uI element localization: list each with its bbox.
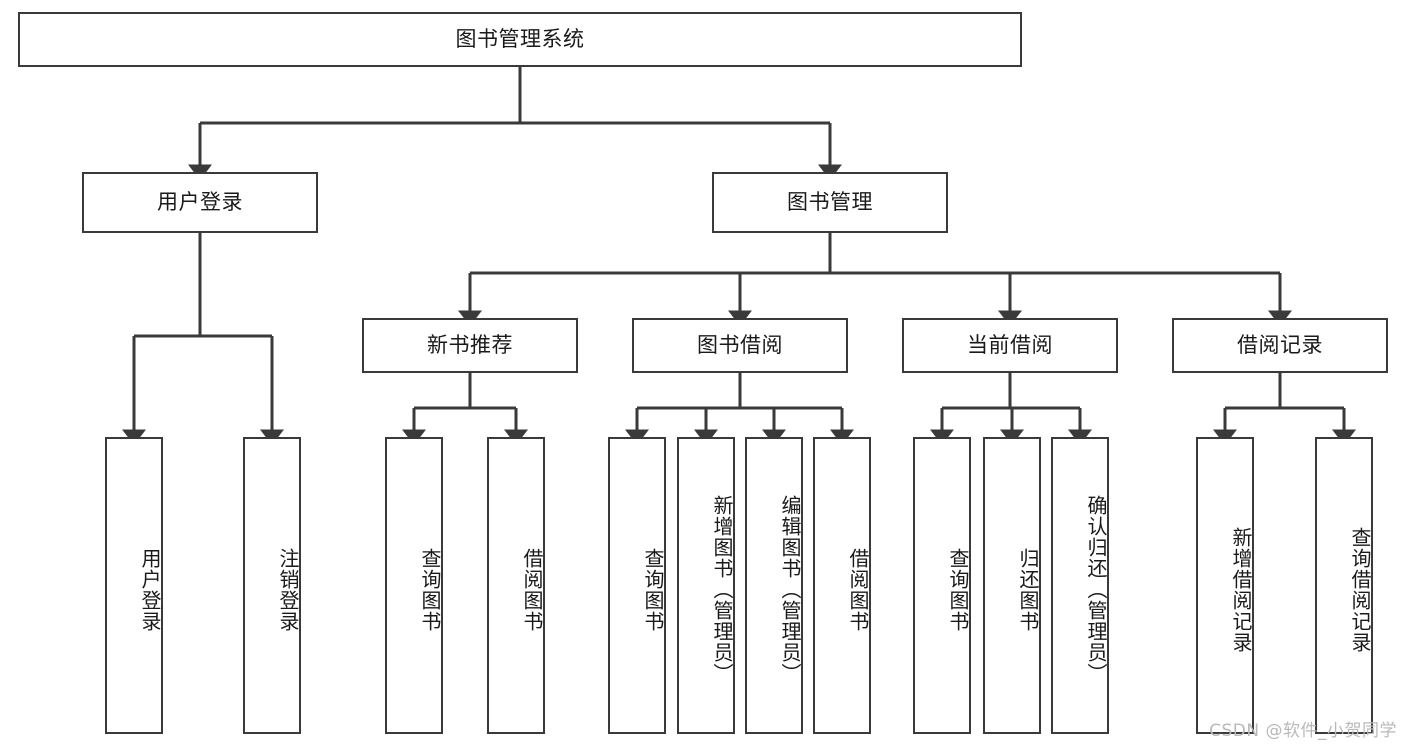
node-root[interactable]: 图书管理系统 <box>18 12 1022 67</box>
node-leaf-borrow-book-2[interactable]: 借阅图书 <box>813 437 871 734</box>
node-book-borrow-label: 图书借阅 <box>697 333 783 358</box>
node-leaf-user-logout-label: 注销登录 <box>276 547 300 632</box>
node-book-manage-label: 图书管理 <box>787 190 873 215</box>
node-leaf-add-book-label: 新增图书（管理员） <box>710 495 734 684</box>
node-leaf-query-book-2[interactable]: 查询图书 <box>608 437 666 734</box>
node-leaf-user-login[interactable]: 用户登录 <box>105 437 163 734</box>
node-leaf-query-record-label: 查询借阅记录 <box>1348 526 1372 653</box>
node-borrow-record-label: 借阅记录 <box>1237 333 1323 358</box>
node-leaf-borrow-book-1-label: 借阅图书 <box>520 547 544 632</box>
node-leaf-borrow-book-1[interactable]: 借阅图书 <box>487 437 545 734</box>
node-leaf-add-book[interactable]: 新增图书（管理员） <box>677 437 735 734</box>
node-current-borrow-label: 当前借阅 <box>967 333 1053 358</box>
node-leaf-add-record-label: 新增借阅记录 <box>1229 526 1253 653</box>
node-leaf-borrow-book-2-label: 借阅图书 <box>846 547 870 632</box>
node-new-book-recommend[interactable]: 新书推荐 <box>362 318 578 373</box>
node-leaf-edit-book[interactable]: 编辑图书（管理员） <box>745 437 803 734</box>
node-book-manage[interactable]: 图书管理 <box>712 172 948 233</box>
node-current-borrow[interactable]: 当前借阅 <box>902 318 1118 373</box>
node-leaf-query-book-1-label: 查询图书 <box>418 547 442 632</box>
node-new-book-recommend-label: 新书推荐 <box>427 333 513 358</box>
node-leaf-edit-book-label: 编辑图书（管理员） <box>778 495 802 684</box>
node-user-login-label: 用户登录 <box>157 190 243 215</box>
node-leaf-query-record[interactable]: 查询借阅记录 <box>1315 437 1373 734</box>
node-borrow-record[interactable]: 借阅记录 <box>1172 318 1388 373</box>
node-book-borrow[interactable]: 图书借阅 <box>632 318 848 373</box>
edge-lines <box>121 67 1356 446</box>
node-leaf-query-book-2-label: 查询图书 <box>641 547 665 632</box>
node-leaf-confirm-return-label: 确认归还（管理员） <box>1084 495 1108 684</box>
csdn-watermark: CSDN @软件_小贺同学 <box>1209 721 1397 741</box>
node-user-login[interactable]: 用户登录 <box>82 172 318 233</box>
node-leaf-query-book-1[interactable]: 查询图书 <box>385 437 443 734</box>
node-leaf-add-record[interactable]: 新增借阅记录 <box>1196 437 1254 734</box>
node-leaf-query-book-3-label: 查询图书 <box>946 547 970 632</box>
node-leaf-return-book[interactable]: 归还图书 <box>983 437 1041 734</box>
node-root-label: 图书管理系统 <box>455 27 585 52</box>
node-leaf-user-login-label: 用户登录 <box>138 547 162 632</box>
node-leaf-user-logout[interactable]: 注销登录 <box>243 437 301 734</box>
node-leaf-query-book-3[interactable]: 查询图书 <box>913 437 971 734</box>
node-leaf-return-book-label: 归还图书 <box>1016 547 1040 632</box>
node-leaf-confirm-return[interactable]: 确认归还（管理员） <box>1051 437 1109 734</box>
